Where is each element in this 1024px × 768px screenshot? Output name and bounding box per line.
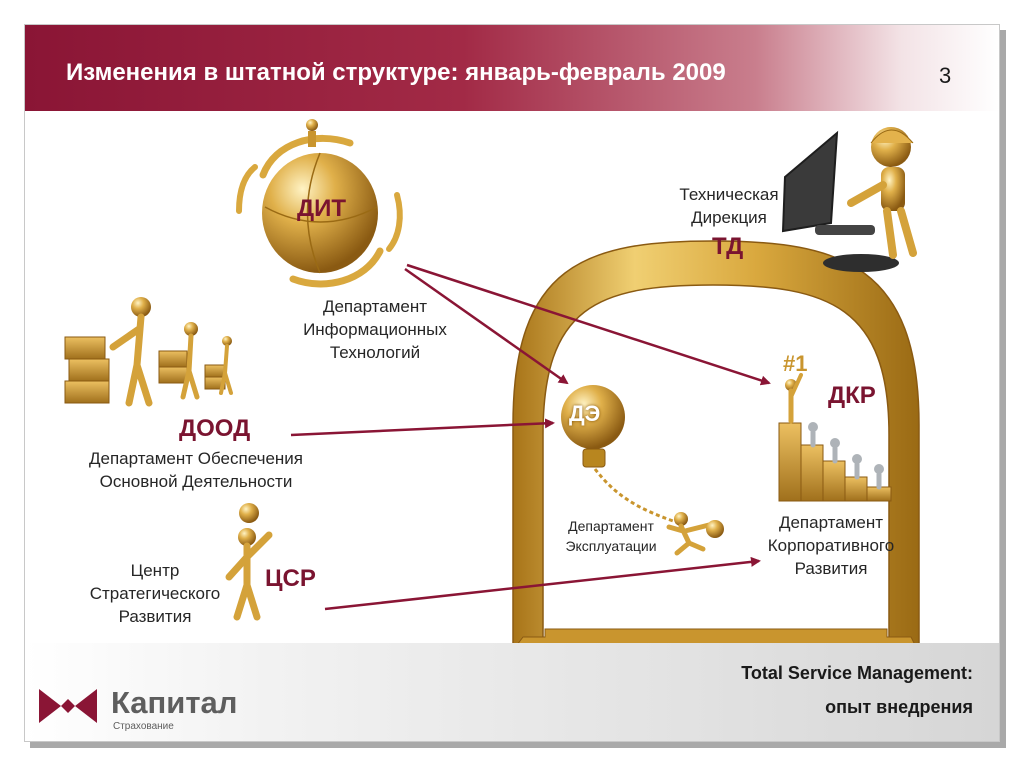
globe-icon [236, 119, 403, 288]
dit-name-line-3: Технологий [329, 343, 421, 362]
td-name-line-2: Дирекция [691, 208, 767, 227]
dood-name-line-1: Департамент Обеспечения [88, 449, 304, 468]
csr-name-line-2: Стратегического [89, 584, 221, 603]
arrow-dit-to-de [404, 267, 569, 385]
dood-name-line-2: Основной Деятельности [99, 472, 293, 491]
dkr-abbr: ДКР [828, 382, 876, 409]
dkr-rank-label: #1 [783, 351, 808, 376]
logo-emblem-icon [39, 689, 97, 723]
dit-name-line-2: Информационных [303, 320, 447, 339]
de-description: Департамент Эксплуатации [551, 516, 671, 556]
dkr-name-line-1: Департамент [778, 513, 884, 532]
dood-abbr: ДООД [179, 415, 251, 442]
dkr-name-line-3: Развития [794, 559, 868, 578]
slide: Изменения в штатной структуре: январь-фе… [24, 24, 1000, 742]
csr-name-line-1: Центр [130, 561, 180, 580]
illustration-layer [64, 119, 920, 646]
footer-title-line-1: Total Service Management: [741, 663, 973, 683]
dkr-name-line-2: Корпоративного [767, 536, 895, 555]
td-abbr: ТД [712, 233, 744, 260]
arrow-dood-to-de [290, 418, 555, 437]
dit-abbr: ДИТ [297, 195, 347, 222]
connection-arrows [290, 263, 771, 611]
arrow-dit-to-dkr [406, 263, 771, 386]
csr-name-line-3: Развития [118, 607, 192, 626]
company-logo: Капитал Страхование [39, 685, 259, 735]
dit-description: Департамент Информационных Технологий [265, 295, 485, 364]
workers-with-boxes-icon [64, 297, 233, 407]
dit-name-line-1: Департамент [322, 297, 428, 316]
footer-title-line-2: опыт внедрения [825, 697, 973, 717]
td-name-line-1: Техническая [679, 185, 779, 204]
arch-frame [512, 240, 920, 646]
staircase-podium-icon [778, 373, 892, 502]
dkr-description: Департамент Корпоративного Развития [741, 511, 921, 580]
slide-title: Изменения в штатной структуре: январь-фе… [66, 59, 726, 86]
de-name-line-1: Департамент [568, 518, 654, 534]
logo-name: Капитал [111, 685, 238, 720]
csr-abbr: ЦСР [265, 565, 316, 592]
dood-description: Департамент Обеспечения Основной Деятель… [51, 447, 341, 493]
slide-number: 3 [939, 63, 952, 88]
thinker-with-bulb-icon [225, 503, 273, 621]
slide-footer: Капитал Страхование Total Service Manage… [25, 643, 999, 741]
slide-header: Изменения в штатной структуре: январь-фе… [25, 25, 999, 111]
csr-description: Центр Стратегического Развития [71, 559, 239, 628]
de-abbr: ДЭ [569, 401, 601, 426]
td-description: Техническая Дирекция [659, 183, 799, 229]
de-name-line-2: Эксплуатации [565, 538, 657, 554]
arrow-csr-to-dkr [324, 556, 761, 611]
lightbulb-icon [561, 385, 724, 556]
logo-subtitle: Страхование [113, 721, 174, 732]
operator-with-computer-icon [781, 127, 917, 272]
